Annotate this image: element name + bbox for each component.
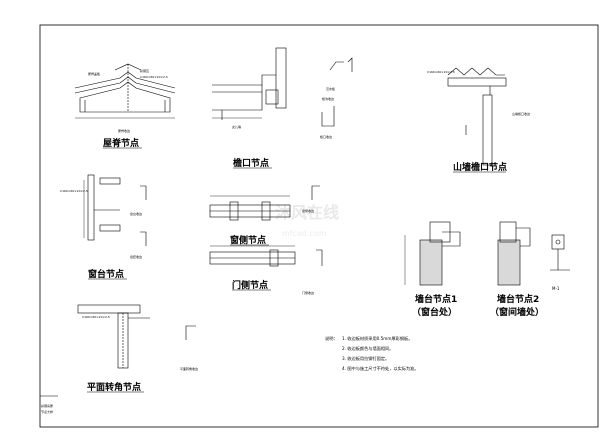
- gable-title: 山墙檐口节点: [453, 161, 507, 173]
- door-side-column: [269, 249, 279, 267]
- m1-box: [551, 234, 565, 250]
- ridge-roof-panel: [74, 76, 176, 94]
- window-sill-title: 窗台节点: [88, 268, 124, 280]
- gable-label-b: 山墙檐口收边: [512, 111, 530, 116]
- window-sill-head: [99, 177, 121, 185]
- gable-eave-detail: [447, 67, 507, 166]
- ridge-label-c: C160×60×20×2.5: [140, 75, 168, 79]
- gable-roof-profile: [447, 67, 505, 76]
- window-side-column-1: [229, 201, 239, 221]
- eave-flash-profile-b: [347, 57, 353, 72]
- window-sill-trim-1: [140, 185, 147, 200]
- corner-top-beam: [77, 304, 141, 314]
- watermark-text: 沐风在线: [275, 203, 339, 222]
- window-sill-label-a: C160×60×20×2.5: [60, 189, 88, 193]
- wall-sill-2-subtitle: （窗间墙处）: [490, 306, 544, 318]
- eave-label-b: 檐口收边: [320, 134, 332, 139]
- window-sill-detail: [83, 174, 147, 246]
- window-sill-label-b: 窗台收边: [130, 211, 142, 216]
- eave-flashing: [261, 74, 276, 85]
- m1-dot: [555, 239, 561, 245]
- window-side-detail: [209, 185, 320, 221]
- ridge-label-b: 彩钢瓦: [140, 68, 149, 73]
- notes-heading: 说明：: [325, 335, 338, 342]
- corner-trim-profile: [185, 325, 196, 340]
- ridge-beam: [79, 81, 171, 113]
- eave-label-c: 泛水板: [326, 86, 335, 91]
- mark-m1-label: M-1: [552, 286, 560, 291]
- notes-line-1: 1. 收边板材质采用0.5mm厚彩钢板。: [342, 335, 412, 342]
- corner-detail: [77, 304, 196, 369]
- window-side-column-2: [261, 201, 271, 221]
- ridge-label-d: 屋脊收边: [118, 128, 130, 133]
- wall-sill-1-subtitle: （窗台处）: [412, 306, 457, 318]
- eave-label-a: 女儿墙: [232, 124, 241, 129]
- wall-sill-1-title: 墙台节点1: [415, 293, 457, 305]
- eave-gutter: [265, 89, 279, 105]
- corner-label-a: C160×60×20×2.5: [82, 315, 110, 319]
- wall-sill-2-base: [497, 239, 521, 286]
- wall-sill-2-title: 墙台节点2: [497, 293, 539, 305]
- wall-sill-1-detail: [404, 221, 461, 286]
- eave-flash-profile: [329, 61, 344, 71]
- door-side-title: 门侧节点: [232, 279, 268, 291]
- window-sill-base: [99, 224, 121, 232]
- mark-m1-detail: [550, 234, 570, 271]
- notes-line-2: 2. 收边板颜色与墙面相同。: [342, 345, 393, 352]
- wall-sill-2-trim: [516, 227, 531, 247]
- wall-sill-1-trim: [442, 231, 461, 247]
- title-block-line2: 节点大样: [41, 409, 53, 414]
- wall-sill-1-base: [419, 239, 443, 286]
- title-block-line1: 彩钢房屋: [41, 403, 53, 408]
- window-sill-trim-2: [140, 231, 147, 246]
- window-side-label-a: 窗侧收边: [302, 208, 314, 213]
- eave-parapet: [275, 47, 287, 109]
- eave-wall: [212, 84, 263, 111]
- watermark-sub: mfcad.com: [282, 229, 327, 238]
- door-side-label-a: 门侧收边: [302, 290, 314, 295]
- gable-label-a: C160×60×20×2.5: [427, 70, 455, 74]
- wall-sill-2-detail: [497, 221, 531, 286]
- eave-detail: [212, 47, 353, 127]
- ridge-label-a: 屋脊盖板: [88, 71, 100, 76]
- corner-label-b: 平面转角收边: [180, 366, 198, 371]
- window-sill-label-c: 窗套收边: [130, 254, 142, 259]
- eave-trim-profile: [321, 106, 335, 127]
- door-side-trim: [316, 249, 323, 266]
- ridge-detail: [74, 63, 176, 119]
- door-side-detail: [209, 245, 323, 267]
- wall-sill-2-column: [499, 221, 517, 243]
- ridge-title: 屋脊节点: [103, 137, 139, 149]
- eave-title: 檐口节点: [233, 157, 269, 169]
- eave-label-d: 檐沟收边: [322, 96, 334, 101]
- corner-title: 平面转角节点: [87, 381, 141, 393]
- gable-purlin: [447, 77, 507, 87]
- window-side-title: 窗侧节点: [230, 234, 266, 246]
- notes-line-4: 4. 图中与施工尺寸不符处，以实际为准。: [342, 365, 419, 372]
- gable-column: [482, 94, 493, 166]
- window-sill-column: [87, 174, 95, 241]
- notes-line-3: 3. 收边板用拉铆钉固定。: [342, 355, 389, 362]
- drawing-frame: [39, 24, 599, 428]
- window-side-trim: [311, 185, 320, 200]
